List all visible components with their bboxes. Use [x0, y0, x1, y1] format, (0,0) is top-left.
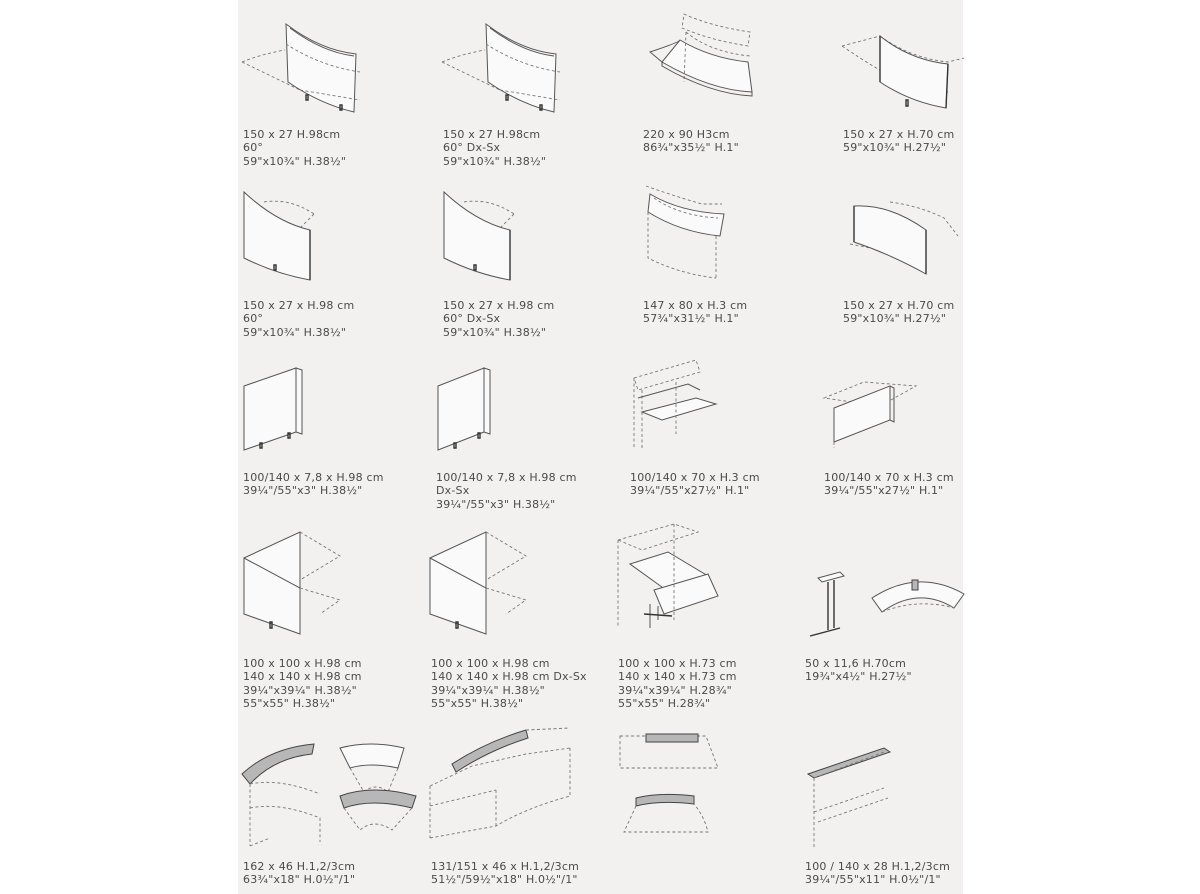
straight-shelf-drawing: [804, 738, 899, 853]
corner-panel-h98-drawing: [240, 528, 350, 638]
corner-panel-h98-dxsx-drawing: [426, 528, 536, 638]
corner-desk-h73-drawing: [614, 520, 724, 640]
curved-corner-desk-drawing: [640, 178, 735, 288]
desk-top-h3-alt-drawing: [820, 356, 920, 456]
curved-shelf-top-set-drawing: [240, 738, 420, 853]
curved-shelf-modules-drawing: [616, 728, 726, 848]
straight-panel-h98-dxsx-drawing: [434, 364, 504, 454]
curved-panel-h70-drawing: [840, 28, 965, 118]
curved-front-panel-60-dxsx-drawing: [440, 20, 565, 115]
curved-panel-h98-dxsx-drawing: [440, 188, 535, 288]
curved-panel-h70-wide-drawing: [840, 198, 965, 278]
curved-panel-h98-drawing: [240, 188, 335, 288]
curved-front-panel-60-drawing: [240, 20, 365, 115]
desk-top-h3-drawing: [626, 356, 726, 456]
curved-shelf-desk-drawing: [426, 722, 576, 842]
curved-desk-top-drawing: [640, 12, 765, 107]
straight-panel-h98-drawing: [240, 364, 310, 454]
support-leg-and-curved-tops-drawing: [800, 568, 965, 643]
